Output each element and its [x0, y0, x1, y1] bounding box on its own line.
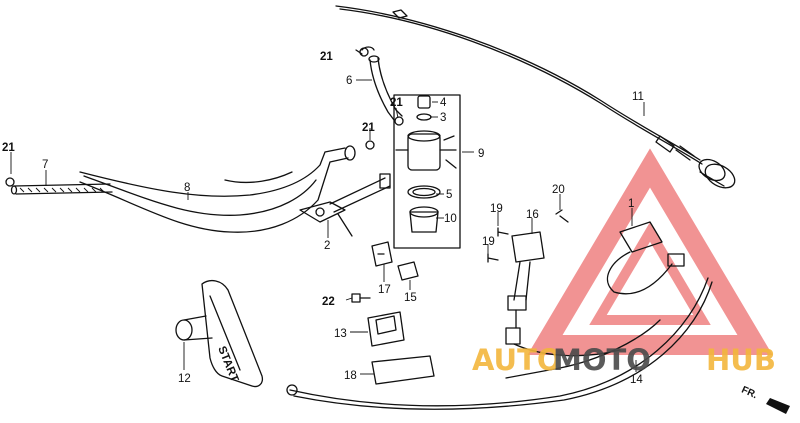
callout-6: 6: [346, 75, 352, 87]
fuel-hose: [355, 46, 403, 121]
cable-holder: [367, 311, 405, 347]
front-marker-label: FR.: [740, 385, 759, 402]
ignition-unit: [606, 221, 685, 295]
callout-21: 21: [2, 142, 15, 154]
callout-15: 15: [404, 292, 417, 304]
callout-21: 21: [362, 122, 375, 134]
recoil-starter-grip: START: [175, 279, 264, 388]
clamp-part: [371, 241, 393, 267]
fuel-tube: [79, 145, 356, 233]
ignition-switch: [505, 231, 545, 345]
watermark-part3: HUB: [706, 343, 776, 377]
bolt-22: [351, 293, 371, 303]
watermark-part1: AUTO: [472, 343, 562, 377]
callout-12: 12: [178, 373, 191, 385]
callout-21: 21: [320, 51, 333, 63]
wire-harness: [286, 277, 713, 410]
foam-pad: [371, 355, 435, 385]
callout-11: 11: [632, 91, 644, 103]
grommet-part: [397, 261, 419, 281]
callout-19: 19: [490, 203, 503, 215]
callout-16: 16: [526, 209, 539, 221]
callout-7: 7: [42, 159, 48, 171]
callout-3: 3: [440, 112, 446, 124]
callout-21: 21: [390, 97, 403, 109]
callout-22: 22: [322, 296, 335, 308]
breather-tube: [10, 183, 113, 195]
callout-8: 8: [184, 182, 190, 194]
callout-labels: 21 6 21 4 3 21 9 5 10 21 7 8 2 17 15 22 …: [2, 51, 644, 386]
watermark-part2: MOTO: [553, 343, 651, 377]
callout-20: 20: [552, 184, 565, 196]
callout-10: 10: [444, 213, 457, 225]
callout-9: 9: [478, 148, 484, 160]
front-direction-marker: FR.: [740, 385, 790, 414]
callout-5: 5: [446, 189, 452, 201]
front-arrow-icon: [766, 398, 790, 414]
callout-14: 14: [630, 374, 643, 386]
choke-cable: [335, 5, 736, 189]
callout-4: 4: [440, 97, 447, 109]
callout-2: 2: [324, 240, 330, 252]
choke-lever-rod: [299, 173, 391, 237]
watermark-triangle-logo: [527, 148, 773, 355]
leader-lines: [10, 79, 645, 375]
callout-13: 13: [334, 328, 347, 340]
callout-1: 1: [628, 198, 634, 210]
watermark-text: AUTO MOTO HUB: [472, 343, 776, 377]
grip-text: START: [215, 345, 240, 384]
callout-17: 17: [378, 284, 391, 296]
fuel-valve-assembly: [393, 94, 461, 249]
callout-18: 18: [344, 370, 357, 382]
hose-clips: [5, 47, 404, 187]
callout-19: 19: [482, 236, 495, 248]
